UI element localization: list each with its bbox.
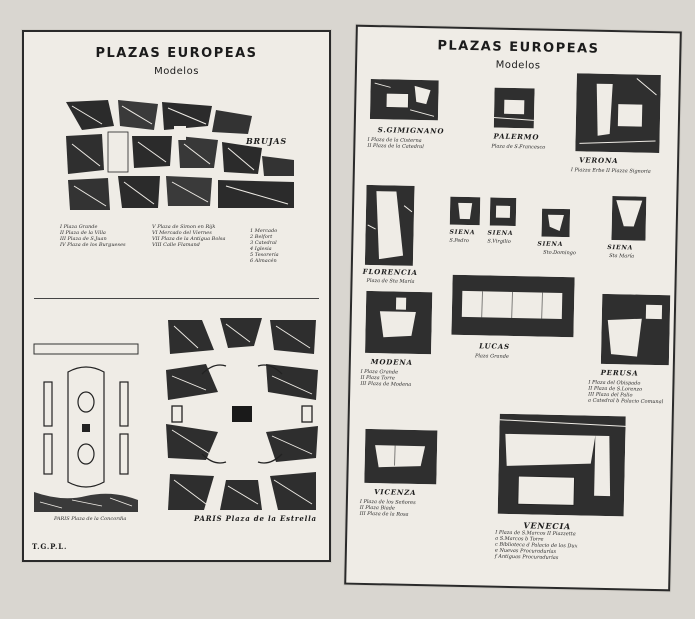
brujas-legend-2: V Plaza de Simon en Rijk VI Mercado del … xyxy=(152,224,225,248)
siena-pedro-map xyxy=(449,196,481,226)
palermo-map xyxy=(493,87,535,129)
perusa-label: PERUSA xyxy=(600,367,639,378)
perusa-map xyxy=(600,293,671,366)
left-page-subtitle: Modelos xyxy=(154,66,199,77)
brujas-legend-item: 2 Belfort xyxy=(250,234,273,240)
lucas-caption: Plaza Grande xyxy=(474,353,509,360)
brujas-legend-item: I Plaza Grande xyxy=(60,224,98,230)
modena-legend-item: III Plaza de Modena xyxy=(360,380,412,388)
vicenza-label: VICENZA xyxy=(374,487,417,498)
brujas-legend-1: I Plaza Grande II Plaza de la Villa III … xyxy=(60,224,126,248)
lucas-label: LUCAS xyxy=(479,341,510,351)
florencia-map xyxy=(364,184,415,266)
palermo-label: PALERMO xyxy=(493,131,540,142)
brujas-legend-item: IV Plaza de los Burgueses xyxy=(60,242,126,248)
siena-domingo-label: SIENA xyxy=(537,240,564,249)
verona-legend: I Piazza Erbe II Piazza Signoria xyxy=(570,167,651,175)
paris-concordia-map xyxy=(32,342,140,512)
siena-domingo-caption: Sto.Domingo xyxy=(543,249,576,257)
paris-estrella-caption: PARIS Plaza de la Estrella xyxy=(194,514,317,523)
paris-estrella-map xyxy=(162,314,322,514)
section-divider xyxy=(34,298,319,299)
brujas-legend-item: VII Plaza de la Antigua Bolsa xyxy=(152,236,226,242)
florencia-caption: Plaza de Sta María xyxy=(366,277,415,285)
siena-maria-caption: Sta María xyxy=(609,253,635,260)
right-page-title: PLAZAS EUROPEAS xyxy=(437,38,600,57)
siena-virgilio-caption: S.Virgilio xyxy=(487,238,511,245)
modena-legend: I Plaza Grande II Plaza Torre III Plaza … xyxy=(360,369,411,388)
right-page: PLAZAS EUROPEAS Modelos S.GIMIGNANO I Pl… xyxy=(344,24,682,592)
sgimignano-legend-item: II Plaza de la Catedral xyxy=(367,142,424,151)
siena-domingo-map xyxy=(541,208,571,238)
siena-virgilio-map xyxy=(489,197,517,227)
brujas-legend-item: VIII Calle Flamand xyxy=(152,242,200,248)
left-page-title: PLAZAS EUROPEAS xyxy=(95,46,258,61)
vicenza-legend-item: III Plaza de la Rosa xyxy=(359,510,409,518)
brujas-label: BRUJAS xyxy=(246,136,287,146)
brujas-legend-item: III Plaza de S.Juan xyxy=(60,236,107,242)
venecia-legend: I Plaza de S.Marcos II Piazzetta a S.Mar… xyxy=(495,530,578,562)
right-page-subtitle: Modelos xyxy=(495,59,541,72)
brujas-map xyxy=(62,96,294,214)
modena-map xyxy=(365,290,433,355)
palermo-caption: Plaza de S.Francesco xyxy=(491,143,546,151)
siena-maria-label: SIENA xyxy=(607,243,634,252)
verona-label: VERONA xyxy=(579,155,619,166)
paris-concordia-caption: PARIS Plaza de la Concordia xyxy=(54,516,127,522)
siena-pedro-caption: S.Pedro xyxy=(449,237,470,245)
signature: T.G.P.L. xyxy=(32,542,68,551)
brujas-legend-item: 6 Almacén xyxy=(250,258,277,264)
sgimignano-legend: I Plaza de la Cisterna II Plaza de la Ca… xyxy=(367,137,424,150)
brujas-legend-item: 5 Tesorería xyxy=(250,252,279,258)
siena-virgilio-label: SIENA xyxy=(487,229,514,237)
verona-map xyxy=(575,73,661,154)
brujas-legend-item: 4 Iglesia xyxy=(250,246,272,252)
florencia-label: FLORENCIA xyxy=(362,266,418,277)
venecia-legend-item: f Antiguas Procuradurías xyxy=(494,553,559,562)
venecia-map xyxy=(497,413,626,517)
brujas-legend-item: VI Mercado del Viernes xyxy=(152,230,212,236)
left-page: PLAZAS EUROPEAS Modelos xyxy=(22,30,331,562)
siena-pedro-label: SIENA xyxy=(449,228,476,237)
vicenza-legend: I Plaza de los Señores II Plaza Biade II… xyxy=(360,499,416,518)
modena-label: MODENA xyxy=(370,357,413,367)
vicenza-map xyxy=(364,428,438,485)
siena-maria-map xyxy=(611,196,647,241)
brujas-legend-3: 1 Mercado 2 Belfort 3 Catedral 4 Iglesia… xyxy=(250,228,279,264)
perusa-legend: I Plaza del Obispado II Plaza de S.Loren… xyxy=(588,380,664,406)
sgimignano-map xyxy=(369,78,439,121)
brujas-legend-item: 3 Catedral xyxy=(250,240,277,246)
perusa-legend-item: a Catedral b Palacio Comunal xyxy=(588,397,664,406)
sgimignano-label: S.GIMIGNANO xyxy=(377,125,445,136)
brujas-legend-item: II Plaza de la Villa xyxy=(60,230,106,236)
lucas-map xyxy=(451,274,575,338)
brujas-legend-item: V Plaza de Simon en Rijk xyxy=(152,224,216,230)
brujas-legend-item: 1 Mercado xyxy=(250,228,278,234)
